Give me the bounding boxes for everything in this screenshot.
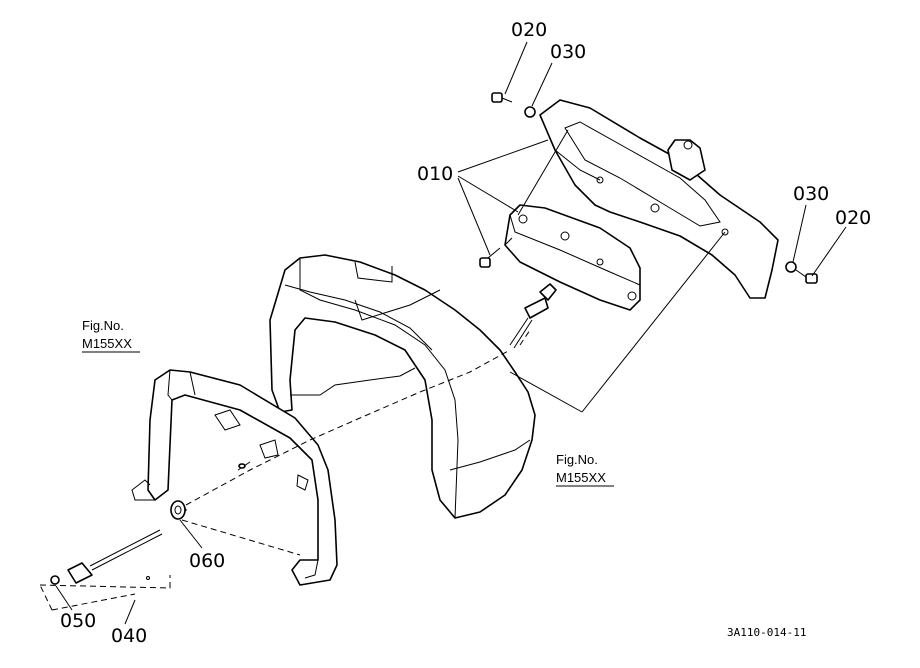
drawing-code: 3A110-014-11 xyxy=(727,626,806,639)
figure-ref-right: Fig.No. M155XX xyxy=(556,452,614,487)
small-pin xyxy=(237,461,251,471)
hood-shell xyxy=(269,254,536,519)
washer-030-top xyxy=(524,106,536,118)
callout-050: 050 xyxy=(60,610,96,632)
bushing-060 xyxy=(170,500,186,520)
callout-020-top: 020 xyxy=(511,19,547,41)
cable-040 xyxy=(67,502,187,584)
figure-ref-left-line2: M155XX xyxy=(82,336,132,351)
screw-010 xyxy=(479,247,501,268)
callout-010: 010 xyxy=(417,163,453,185)
callout-030-top: 030 xyxy=(550,41,586,63)
assembly-guides xyxy=(39,329,531,611)
screw-020-right xyxy=(795,269,818,284)
callout-030-right: 030 xyxy=(793,183,829,205)
figure-ref-left-line1: Fig.No. xyxy=(82,318,124,333)
figure-ref-right-line1: Fig.No. xyxy=(556,452,598,467)
meter-cluster xyxy=(504,204,641,311)
leader-lines xyxy=(55,41,847,625)
callout-020-right: 020 xyxy=(835,207,871,229)
callout-040: 040 xyxy=(111,625,147,647)
figure-ref-left: Fig.No. M155XX xyxy=(82,318,140,353)
part-050 xyxy=(50,575,60,585)
front-panel-frame xyxy=(131,369,338,586)
figure-ref-right-line2: M155XX xyxy=(556,470,606,485)
meter-housing xyxy=(539,99,779,299)
meter-cable-upper xyxy=(509,283,557,349)
washer-030-right xyxy=(785,261,797,273)
screw-020-top xyxy=(491,92,513,103)
callout-060: 060 xyxy=(189,550,225,572)
